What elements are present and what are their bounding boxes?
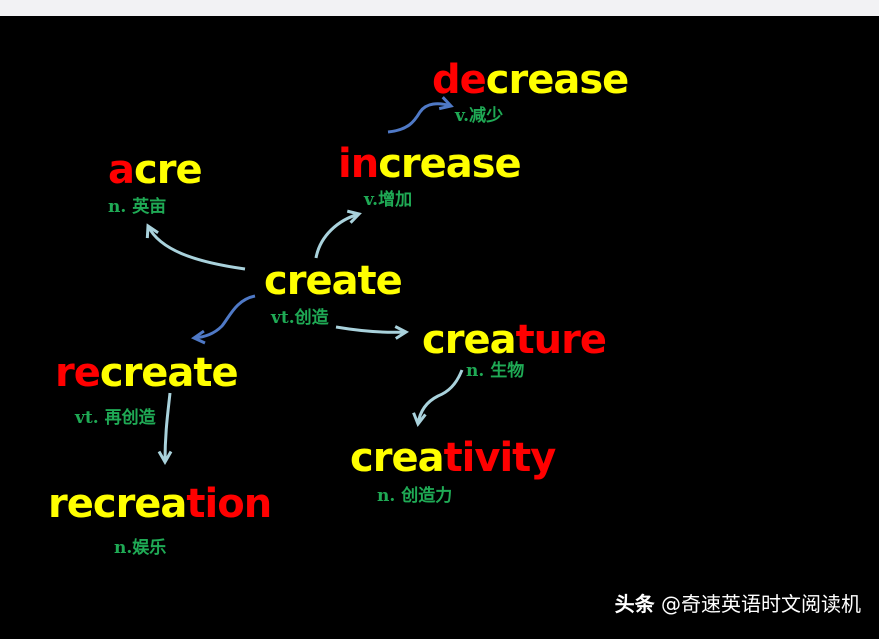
increase-affix: in	[338, 141, 379, 187]
gloss-recreate: vt. 再创造	[75, 408, 156, 428]
arrow-create-to-acre	[145, 223, 246, 271]
arrow-recreate-to-recreation	[157, 392, 173, 466]
word-creativity: creativity	[350, 435, 557, 481]
arrow-increase-to-decrease	[387, 96, 454, 134]
gloss-acre: n. 英亩	[108, 197, 167, 217]
arrow-create-to-recreate	[190, 294, 256, 345]
word-recreation: recreation	[48, 481, 272, 527]
watermark-handle: @奇速英语时文阅读机	[661, 592, 861, 616]
gloss-recreation: n.娱乐	[114, 538, 167, 558]
decrease-root: crease	[485, 57, 629, 103]
recreation-affix: tion	[186, 481, 272, 527]
increase-root: crease	[378, 141, 521, 187]
acre-affix: a	[108, 147, 135, 193]
arrow-create-to-increase	[314, 209, 362, 259]
gloss-increase: v.增加	[364, 190, 413, 210]
gloss-decrease: v.减少	[455, 106, 504, 126]
watermark-brand: 头条	[614, 592, 655, 616]
creativity-root: crea	[350, 435, 445, 481]
creativity-affix: tivity	[443, 435, 557, 481]
decrease-affix: de	[432, 57, 487, 103]
gloss-creativity: n. 创造力	[377, 486, 453, 506]
recreate-affix: re	[55, 350, 101, 396]
recreation-root: recrea	[48, 481, 187, 527]
arrow-create-to-creature	[335, 325, 410, 340]
watermark: 头条 @奇速英语时文阅读机	[615, 588, 861, 617]
create-root: create	[264, 258, 403, 304]
creature-affix: ture	[515, 317, 607, 363]
creature-root: crea	[422, 317, 517, 363]
arrow-creature-to-creativity	[412, 369, 464, 427]
word-create: create	[264, 258, 403, 304]
word-creature: creature	[422, 317, 607, 363]
acre-root: cre	[134, 147, 203, 193]
recreate-root: create	[99, 350, 239, 396]
gloss-create: vt.创造	[271, 308, 329, 328]
word-decrease: decrease	[432, 57, 629, 103]
word-acre: acre	[108, 147, 203, 193]
gloss-creature: n. 生物	[466, 361, 525, 381]
top-strip	[0, 0, 879, 16]
word-increase: increase	[338, 141, 522, 187]
word-recreate: recreate	[55, 350, 239, 396]
